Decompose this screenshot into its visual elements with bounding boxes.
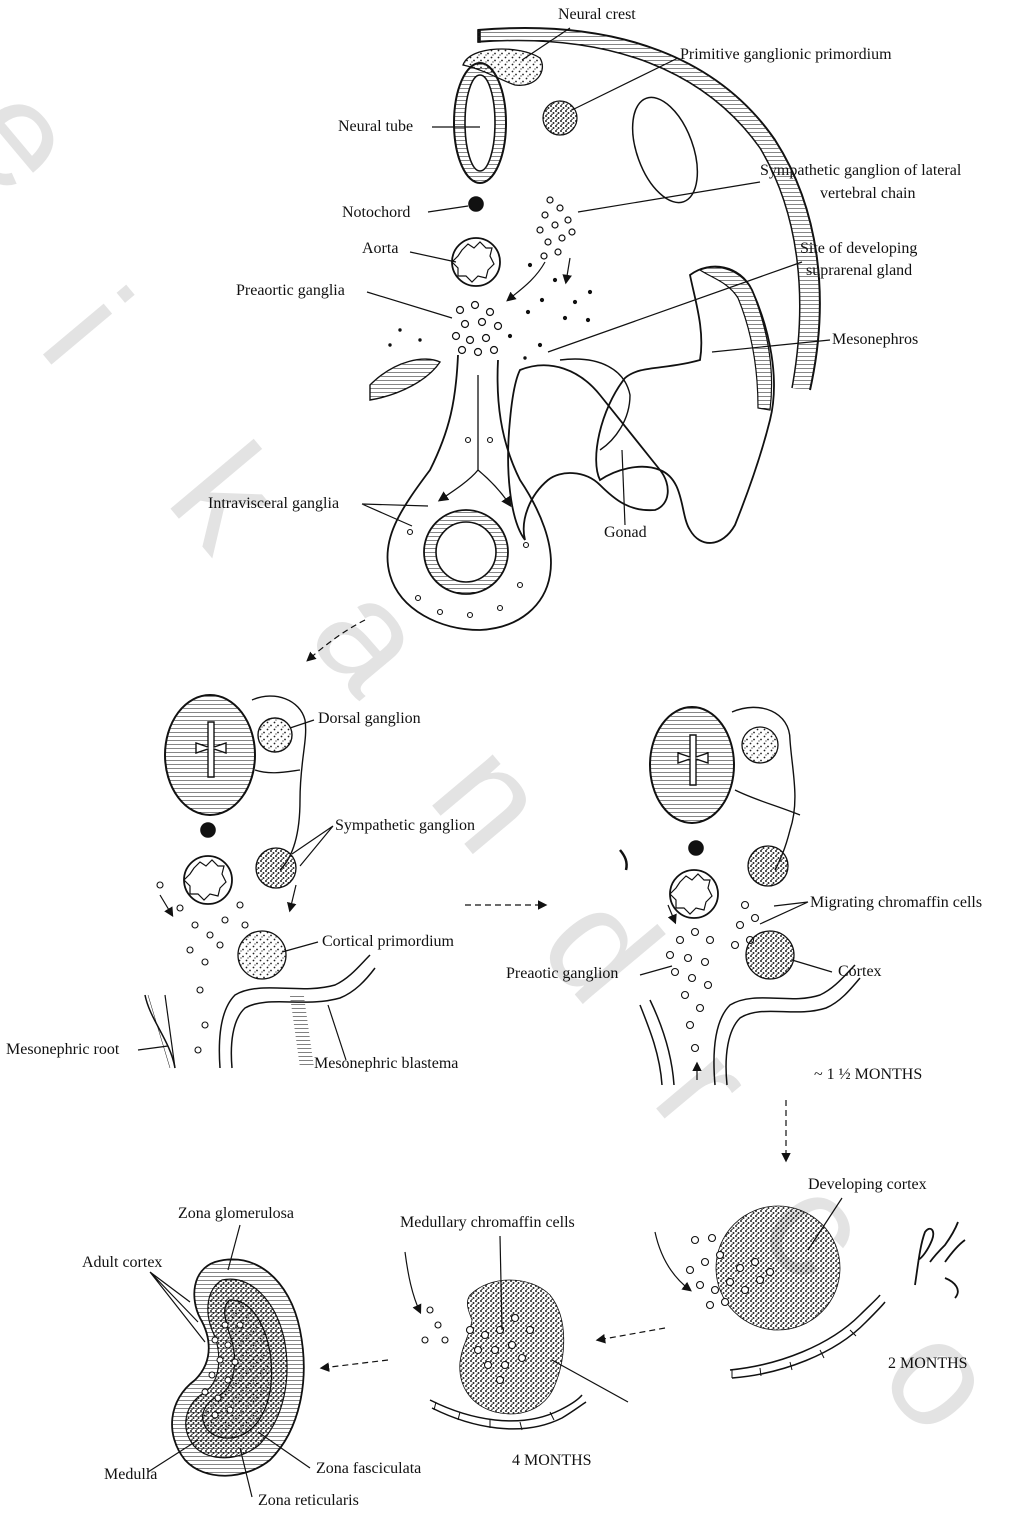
label-aorta: Aorta xyxy=(362,240,398,258)
label-mesonephric-root: Mesonephric root xyxy=(6,1041,119,1059)
notochord xyxy=(469,197,483,211)
sympathetic-ganglion-right xyxy=(748,846,788,886)
dorsal-ganglion-left xyxy=(258,718,292,752)
sympathetic-ganglion-left xyxy=(256,848,296,888)
label-sympathetic-ganglion-lateral-2: vertebral chain xyxy=(820,185,916,203)
panel-middle-left xyxy=(145,695,375,1068)
label-cortical-primordium: Cortical primordium xyxy=(322,933,454,951)
panel-top-embryo-section xyxy=(370,28,820,630)
label-medulla: Medulla xyxy=(104,1466,157,1484)
sympathetic-ganglion-cells xyxy=(537,197,575,259)
label-neural-tube: Neural tube xyxy=(338,118,413,136)
label-site-suprarenal-2: suprarenal gland xyxy=(806,262,912,280)
label-primitive-ganglionic-primordium: Primitive ganglionic primordium xyxy=(680,46,892,64)
label-mesonephric-blastema: Mesonephric blastema xyxy=(314,1055,458,1073)
label-stage-4-months: 4 MONTHS xyxy=(512,1452,592,1470)
label-zona-reticularis: Zona reticularis xyxy=(258,1492,359,1510)
label-neural-crest: Neural crest xyxy=(558,6,636,24)
label-zona-glomerulosa: Zona glomerulosa xyxy=(178,1205,294,1223)
label-mesonephros: Mesonephros xyxy=(832,331,918,349)
label-cortex: Cortex xyxy=(838,963,882,981)
label-gonad: Gonad xyxy=(604,524,647,542)
label-site-suprarenal-1: Site of developing xyxy=(800,240,917,258)
label-preaortic-ganglia: Preaortic ganglia xyxy=(236,282,345,300)
cortical-primordium-left xyxy=(238,931,286,979)
dorsal-ganglion-right xyxy=(742,727,778,763)
signature xyxy=(915,1222,965,1298)
panel-4-months xyxy=(405,1252,586,1430)
preaortic-ganglia-cells xyxy=(453,302,502,356)
label-zona-fasciculata: Zona fasciculata xyxy=(316,1460,421,1478)
label-sympathetic-ganglion-lateral-1: Sympathetic ganglion of lateral xyxy=(760,162,961,180)
label-adult-cortex: Adult cortex xyxy=(82,1254,162,1272)
label-medullary-chromaffin-cells: Medullary chromaffin cells xyxy=(400,1214,575,1232)
label-stage-1-5-months: ~ 1 ½ MONTHS xyxy=(814,1066,922,1084)
gonad xyxy=(508,365,668,540)
label-notochord: Notochord xyxy=(342,204,410,222)
label-migrating-chromaffin-cells: Migrating chromaffin cells xyxy=(810,894,982,912)
primitive-ganglionic-primordium xyxy=(543,101,577,135)
